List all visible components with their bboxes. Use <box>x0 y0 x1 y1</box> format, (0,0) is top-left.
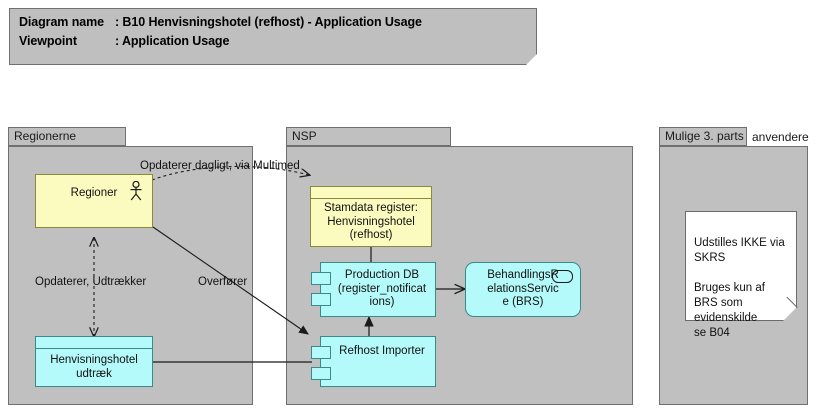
group-nsp-tab: NSP <box>286 127 451 146</box>
banner-corner-notch <box>526 54 537 65</box>
group-regionerne-tab: Regionerne <box>8 127 126 146</box>
viewpoint-line: Viewpoint : Application Usage <box>19 34 229 48</box>
node-brs-service[interactable]: BehandlingsR elationsServic e (BRS) <box>465 262 581 317</box>
node-stamdata-register[interactable]: Stamdata register: Henvisningshotel (ref… <box>310 186 432 247</box>
component-tab-icon <box>311 293 331 306</box>
group-third-party-tab: Mulige 3. parts <box>659 127 747 146</box>
edge-label-overfoerer: Overfører <box>198 276 248 288</box>
diagram-name-label: Diagram name <box>19 15 104 29</box>
diagram-title-banner: Diagram name : B10 Henvisningshotel (refh… <box>9 8 537 65</box>
dataobject-band <box>36 337 152 349</box>
component-tab-icon <box>311 367 331 380</box>
diagram-name-value: : B10 Henvisningshotel (refhost) - Appli… <box>115 15 422 29</box>
edge-label-opdaterer-dagligt: Opdaterer dagligt, via Multimed <box>140 160 300 172</box>
node-production-db[interactable]: Production DB (register_notificat ions) <box>311 262 436 317</box>
group-third-party-overflow-label: anvendere <box>752 130 809 144</box>
node-regioner[interactable]: Regioner <box>35 174 153 228</box>
node-production-db-label: Production DB (register_notificat ions) <box>337 269 427 308</box>
note-fold-corner <box>783 307 797 321</box>
node-henvisningshotel-udtraek-label: Henvisningshotel udtræk <box>50 354 138 380</box>
note-box[interactable]: Udstilles IKKE via SKRS Bruges kun af BR… <box>685 211 798 339</box>
node-stamdata-register-label: Stamdata register: Henvisningshotel (ref… <box>324 202 418 241</box>
node-refhost-importer[interactable]: Refhost Importer <box>311 336 436 387</box>
note-text: Udstilles IKKE via SKRS Bruges kun af BR… <box>694 237 785 339</box>
component-tab-icon <box>311 272 331 285</box>
edge-label-opdaterer-udtraekker: Opdaterer, Udtrækker <box>35 276 147 288</box>
node-henvisningshotel-udtraek[interactable]: Henvisningshotel udtræk <box>35 336 153 387</box>
component-tab-icon <box>311 346 331 359</box>
node-regioner-label: Regioner <box>70 187 118 199</box>
rounded-oval-icon <box>552 270 573 283</box>
dataobject-band <box>311 187 431 199</box>
viewpoint-value: : Application Usage <box>115 34 230 48</box>
diagram-name-line: Diagram name : B10 Henvisningshotel (refh… <box>19 15 422 29</box>
node-refhost-importer-label: Refhost Importer <box>339 345 425 357</box>
node-brs-service-label: BehandlingsR elationsServic e (BRS) <box>487 269 559 308</box>
actor-icon <box>130 181 142 201</box>
viewpoint-label: Viewpoint <box>19 34 77 48</box>
